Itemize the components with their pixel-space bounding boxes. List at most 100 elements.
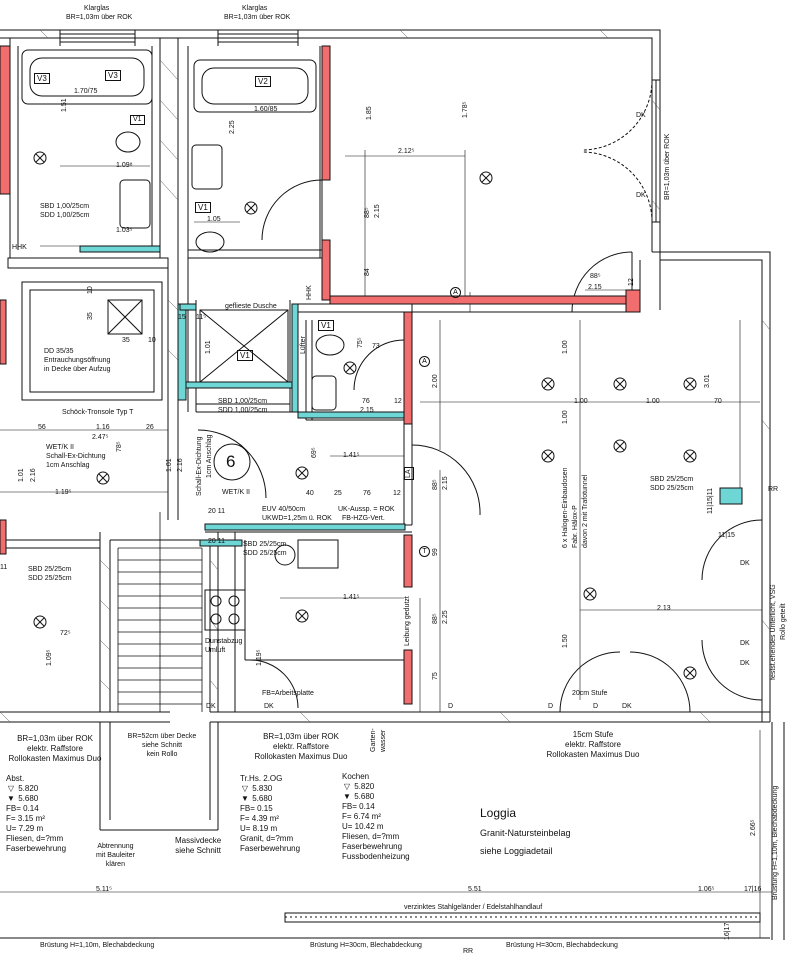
dim-170-75: 1.70/75: [74, 88, 98, 95]
window-top-1: [59, 30, 136, 46]
room-material-1: Fliesen, d=?mm: [6, 834, 64, 843]
dim-75b: 75: [432, 672, 439, 680]
label-halogen-2: Fabr. Hälox-P: [572, 505, 579, 548]
dim-11: 11⁵: [196, 314, 207, 321]
label-sbd-3a: SBD 25/25cm: [243, 541, 287, 548]
bl-line-3: Rollokasten Maximus Duo: [8, 754, 102, 763]
dim-84: 84: [364, 268, 371, 276]
sanitary-v1-c: V1: [318, 320, 334, 331]
label-sbd-4a: SBD 25/25cm: [28, 566, 72, 573]
loggia-outline: [0, 722, 785, 940]
dim-101: 1.01: [205, 340, 212, 354]
triangle-open-icon: ▽: [241, 784, 249, 793]
stair-line-2: siehe Schnitt: [141, 742, 183, 749]
room-legend-kochen: Kochen ▽ 5.820 ▼ 5.680 FB= 0.14 F= 6.74 …: [342, 772, 410, 862]
label-sbd-2a: SBD 1,00/25cm: [218, 398, 268, 405]
window-label-klarglas-1: Klarglas: [84, 5, 110, 12]
stair-line-3: kein Rollo: [146, 751, 178, 758]
dim-106: 1.06⁵: [698, 886, 715, 893]
toilet-mid: [195, 231, 225, 253]
dim-56: 56: [38, 424, 46, 431]
level-bottom: 5.680: [354, 792, 375, 801]
label-ukwd: UKWD=1,25m ü. ROK: [262, 515, 332, 522]
door-loggia-1: [559, 651, 691, 713]
dim-70: 70: [714, 398, 722, 405]
dim-109: 1.09⁸: [116, 162, 133, 169]
red-wall-3: [321, 239, 331, 301]
label-dk-4: DK: [636, 112, 646, 119]
dim-12: 12: [628, 278, 635, 286]
door-right-1: [701, 519, 763, 701]
label-d-3: D: [593, 703, 599, 710]
label-entr-2: in Decke über Aufzug: [44, 366, 111, 373]
label-dunst-1: Dunstabzug: [205, 638, 243, 645]
label-dk-1: DK: [206, 703, 216, 710]
dim-1617: 16|17: [724, 922, 731, 940]
axis-a-1: A: [450, 287, 461, 298]
label-sbd-5b: SDD 25/25cm: [650, 485, 694, 492]
dim-40: 40: [306, 490, 314, 497]
dim-215b: 2.15: [588, 284, 602, 291]
door-kitchen: [249, 659, 299, 709]
dim-213: 2.13: [657, 605, 671, 612]
dim-215d: 2.15: [442, 476, 449, 490]
dim-551: 5.51: [468, 886, 482, 893]
window-label-br-2: BR=1,03m über ROK: [224, 14, 291, 21]
dim-2011b: 20 11: [208, 538, 225, 545]
loggia-line-2: siehe Loggiadetail: [480, 846, 553, 856]
label-dk-8: DK: [740, 660, 750, 667]
dim-216: 2.16: [30, 468, 37, 482]
insulation-1: [79, 245, 161, 253]
label-schoeck: Schöck-Tronsole Typ T: [62, 409, 134, 416]
exterior-wall-top: [0, 29, 661, 310]
door-room6: [197, 429, 267, 499]
red-wall-2: [321, 45, 331, 181]
light-fixture-8: [33, 615, 47, 629]
dim-72: 72⁵: [60, 630, 71, 637]
dim-35a: 35: [87, 312, 94, 320]
massiv-line-2: siehe Schnitt: [175, 846, 222, 855]
label-sbd-1b: SDD 1,00/25cm: [40, 212, 90, 219]
dim-101b: 1.01: [18, 468, 25, 482]
dim-225b: 2.25: [442, 610, 449, 624]
room-number-circle: [213, 443, 251, 481]
label-schall-1: Schall-Ex-Dichtung: [46, 453, 106, 460]
dim-88b: 88⁵: [590, 273, 601, 280]
label-sbd-2b: SDD 1,00/25cm: [218, 407, 268, 414]
stair-lower: [99, 722, 219, 831]
dim-119b: 1.19⁵: [256, 649, 263, 666]
triangle-filled-icon: ▼: [343, 792, 351, 801]
label-d-1: D: [448, 703, 454, 710]
label-sbd-1a: SBD 1,00/25cm: [40, 203, 90, 210]
level-bottom: 5.680: [18, 794, 39, 803]
stair-treads: [117, 512, 203, 712]
insulation-5: [297, 411, 405, 419]
bm-line-2: elektr. Raffstore: [273, 742, 329, 751]
dim-88a: 88⁵: [364, 207, 371, 218]
dim-12c: 12: [393, 490, 401, 497]
label-right-side-2: Rollo geteilt: [780, 603, 787, 640]
insulation-3: [185, 381, 293, 389]
label-stufe: 20cm Stufe: [572, 690, 608, 697]
exterior-wall-right: [652, 251, 771, 722]
label-luefter: Lüfter: [300, 336, 307, 354]
abtr-line-2: mit Bauleiter: [96, 852, 135, 859]
red-wall-8: [625, 289, 641, 313]
dim-100b: 1.00: [574, 398, 588, 405]
axis-t: T: [419, 546, 430, 557]
dim-247: 2.47⁵: [92, 434, 109, 441]
light-fixture-10: [683, 666, 697, 680]
label-gefl-dusche: geflieste Dusche: [225, 303, 277, 310]
stove: [204, 589, 246, 631]
dim-105: 1.05: [207, 216, 221, 223]
loggia-line-1: Granit-Natursteinbelag: [480, 828, 571, 838]
halogen-spot-6: [683, 449, 697, 463]
dim-78: 78⁵: [116, 441, 123, 452]
dim-200: 2.00: [432, 374, 439, 388]
dim-76b: 76: [363, 490, 371, 497]
dim-88d: 88⁵: [432, 613, 439, 624]
room-fb: FB= 0.14: [342, 802, 375, 811]
label-wetk-2: WET/K II: [222, 489, 250, 496]
label-right-side-1: festst.ehendes Unterlicht, VSG: [770, 584, 777, 680]
